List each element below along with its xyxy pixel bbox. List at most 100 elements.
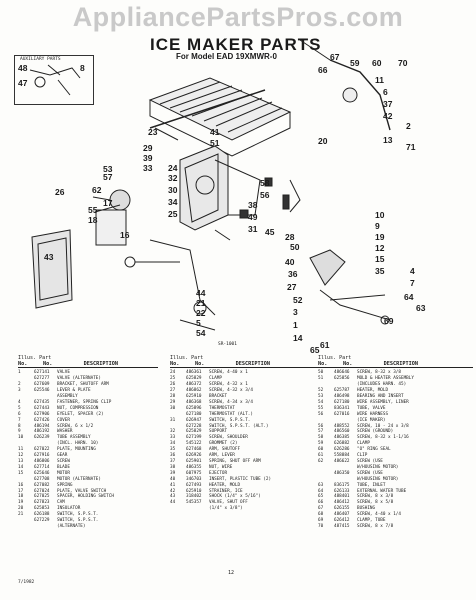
part-number: 627493: [186, 482, 202, 488]
part-description: HEATER, MOLD: [209, 482, 241, 488]
part-description: SCREW: [57, 459, 70, 464]
part-number: 625829: [186, 376, 202, 382]
part-number: 626882: [334, 441, 350, 447]
illus-number: 58: [318, 435, 324, 441]
column-header-row: No. No. DESCRIPTION: [170, 361, 320, 369]
part-description: SCREW, 4-40 x 1/4: [357, 512, 401, 518]
illus-number: 33: [170, 435, 176, 441]
callout-number: 3: [293, 307, 298, 317]
illus-number: 2: [18, 382, 21, 388]
illus-number: 9: [18, 429, 21, 435]
part-description: SPRING: [57, 482, 73, 488]
part-number: 626155: [334, 506, 350, 512]
callout-number: 50: [290, 242, 300, 252]
part-number: 486355: [186, 464, 202, 470]
part-description: SCREW, 8 x 7/8: [357, 523, 394, 529]
callout-number: 19: [375, 232, 385, 242]
part-number: 545122: [186, 441, 202, 447]
part-description: PLATE, MOUNTING: [57, 447, 96, 453]
callout-number: 15: [375, 254, 385, 264]
callout-number: 4: [410, 266, 415, 276]
illus-number: 25: [170, 376, 176, 382]
part-number: 486646: [334, 370, 350, 376]
part-description: BLADE: [57, 464, 70, 470]
part-description: (ALTERNATE): [57, 523, 86, 529]
part-description: (ICE MAKER): [357, 417, 386, 423]
illus-number: 12: [18, 453, 24, 459]
part-number: 627082: [34, 482, 50, 488]
part-description: "O" RING SEAL: [357, 447, 391, 453]
parts-row: 39 607975 EJECTOR: [170, 471, 320, 477]
part-description: SCREW (USE: [357, 470, 383, 476]
part-number: 486385: [334, 435, 350, 441]
part-number: 486806: [34, 459, 50, 464]
watermark: AppliancePartsPros.com: [72, 2, 404, 32]
illus-number: 61: [318, 453, 324, 459]
part-description: MOLD & HEATER ASSEMBLY: [357, 376, 414, 382]
part-number: 627823: [34, 500, 50, 506]
part-description: BRACKET: [209, 394, 228, 400]
part-description: ASSEMBLY: [57, 394, 78, 400]
part-description: WASHER: [57, 429, 73, 435]
parts-row: (INCLUDES HARN. 45): [318, 382, 473, 388]
part-description: TUBE, VALVE: [357, 405, 386, 411]
callout-number: 13: [383, 135, 393, 145]
part-description: TUBE, INLET: [357, 482, 386, 488]
illus-number: 39: [170, 470, 176, 476]
illus-number: 52: [318, 388, 324, 394]
part-description: ARM, SHUTOFF: [209, 447, 241, 453]
page-subtitle: For Model EAD 19XMWR-0: [176, 52, 277, 61]
callout-number: 1: [293, 320, 298, 330]
part-description: CLIP: [357, 453, 368, 459]
callout-number: 34: [168, 197, 178, 207]
part-description: VALVE (ALTERNATE): [57, 376, 101, 382]
callout-number: 16: [120, 230, 130, 240]
part-number: 627443: [34, 405, 50, 411]
part-description: SWITCH, S.P.S.T.: [57, 518, 99, 524]
illus-number: 65: [318, 494, 324, 500]
illus-number: 68: [318, 512, 324, 518]
callout-number: 38: [248, 200, 258, 210]
callout-number: 69: [384, 316, 394, 326]
part-description: INSERT, PLASTIC TUBE (2): [209, 476, 272, 482]
callout-number: 8: [80, 63, 85, 73]
part-description: WIRE HARNESS: [357, 411, 389, 417]
part-description: SCREW, 4-32 x 3/4: [209, 388, 253, 394]
part-number: 607975: [186, 470, 202, 476]
part-description: GROMMET (2): [209, 441, 238, 447]
part-number: 625787: [334, 388, 350, 394]
part-number: 625853: [34, 506, 50, 512]
part-description: (1/4" x 3/8"): [209, 506, 243, 512]
part-description: SUPPORT: [209, 429, 228, 435]
footer-code: 7/1982: [18, 580, 35, 585]
part-description: SCREW, 4-34 x 3/4: [209, 399, 253, 405]
callout-number: 56: [260, 190, 270, 200]
callout-number: 27: [287, 282, 297, 292]
callout-number: 22: [196, 308, 206, 318]
illus-number: 50: [318, 370, 324, 376]
part-description: EJECTOR: [209, 470, 228, 476]
part-number: 627016: [334, 411, 350, 417]
callout-number: 29: [143, 143, 153, 153]
callout-number: 42: [383, 111, 393, 121]
part-description: MOTOR (ALTERNATE): [57, 476, 101, 482]
callout-number: 30: [168, 185, 178, 195]
illus-number: 32: [170, 429, 176, 435]
part-description: CLAMP, TUBE: [357, 518, 386, 524]
illus-number: 67: [318, 506, 324, 512]
part-description: (INCL. HARN. 10): [57, 441, 99, 447]
